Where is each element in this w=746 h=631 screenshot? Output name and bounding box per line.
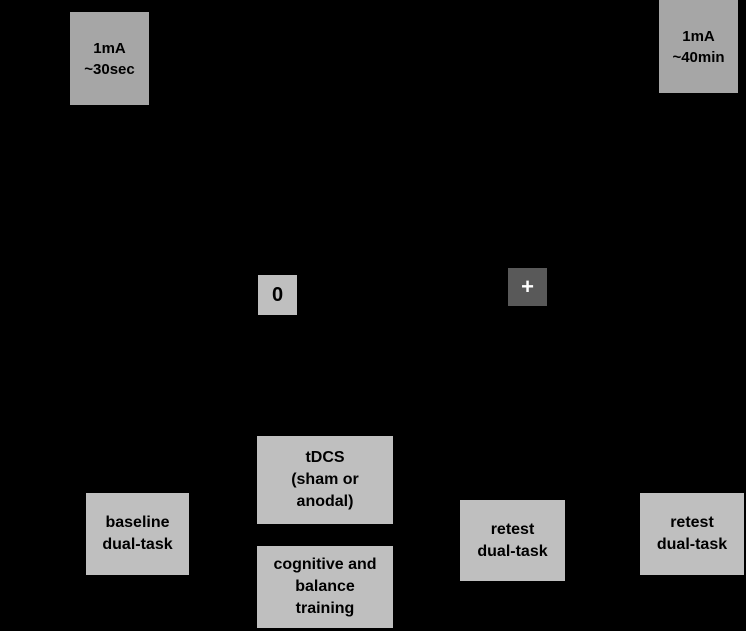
retest-dual-task-box-1: retest dual-task: [460, 500, 565, 581]
retest-dual-task-box-2: retest dual-task: [640, 493, 744, 575]
training-box: cognitive and balance training: [257, 546, 393, 628]
plus-marker: +: [508, 268, 547, 306]
stimulation-box-30sec: 1mA ~30sec: [70, 12, 149, 105]
baseline-dual-task-box: baseline dual-task: [86, 493, 189, 575]
zero-marker: 0: [258, 275, 297, 315]
stimulation-box-40min: 1mA ~40min: [659, 0, 738, 93]
tdcs-box: tDCS (sham or anodal): [257, 436, 393, 524]
